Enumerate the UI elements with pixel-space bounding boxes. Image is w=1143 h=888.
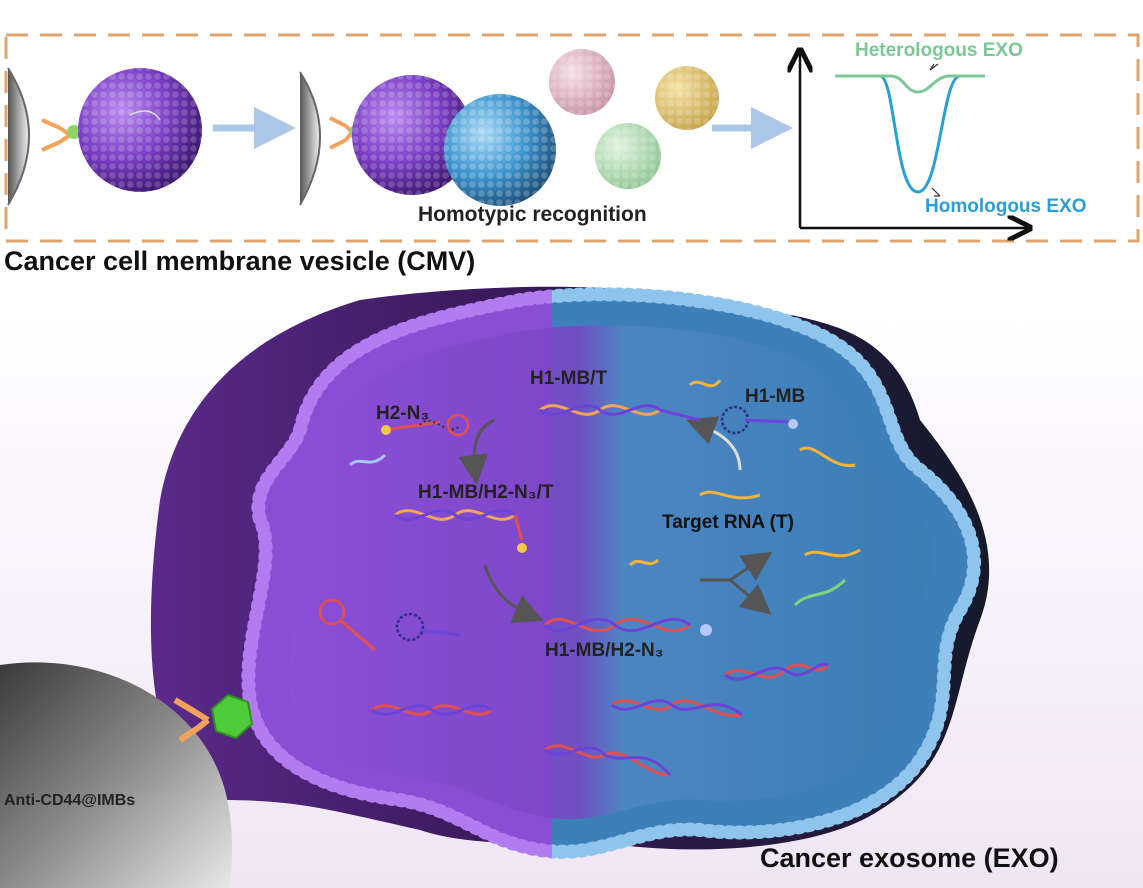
reaction-arrow-3 [483,564,544,623]
exosome-interior [288,325,933,820]
magnetic-bead-left [7,67,30,206]
dna-duplex-h1mb-h2n3 [543,617,712,636]
exosome-homologous [444,94,556,206]
label-h1mb-h2n3-t: H1-MB/H2-N₃/T [418,482,554,503]
magnetic-bead-middle [299,71,321,206]
reaction-arrow-4b [729,578,772,615]
heterologous-label: Heterologous EXO [855,40,1023,61]
label-h2n3: H2-N₃ [376,403,430,424]
cd44-receptor-icon [210,693,254,740]
exosome-pink [549,49,615,115]
label-h1mb: H1-MB [745,386,806,407]
bead-label: Anti-CD44@IMBs [4,792,136,809]
heterologous-curve [835,74,985,94]
homologous-label: Homologous EXO [925,196,1087,217]
reaction-arrow-2 [685,416,742,471]
recognition-label: Homotypic recognition [418,203,647,226]
exosome-label: Cancer exosome (EXO) [760,843,1059,873]
reaction-arrow-1 [458,418,496,485]
cmv-label: Cancer cell membrane vesicle (CMV) [4,246,476,276]
target-rna-strands [348,379,861,607]
dna-hairpin-h1mb [720,405,798,435]
label-target-rna: Target RNA (T) [662,512,794,533]
top-panel-border [4,33,1140,243]
antibody-icon [329,116,354,150]
antibody-icon [173,697,210,743]
magnetic-bead-bottom [0,662,233,888]
label-h1mb-t: H1-MB/T [530,368,608,389]
dna-duplex-h1mb-h2n3-t [394,509,527,553]
cd44-protein-icon [67,125,81,139]
exosome-yellow [655,66,719,130]
dna-hairpin-h2n3 [381,413,470,437]
antibody-icon [41,118,72,152]
dna-duplexes-scattered [371,662,830,777]
signal-graph [800,50,1030,228]
dna-hairpins-lower [318,598,461,652]
dna-duplex-h1mb-t [539,404,701,422]
cmv-vesicle [78,68,202,192]
exosome-green [595,123,661,189]
label-h1mb-h2n3: H1-MB/H2-N₃ [545,640,664,661]
homologous-curve [835,74,985,194]
cmv-vesicle-fusing [352,75,472,195]
